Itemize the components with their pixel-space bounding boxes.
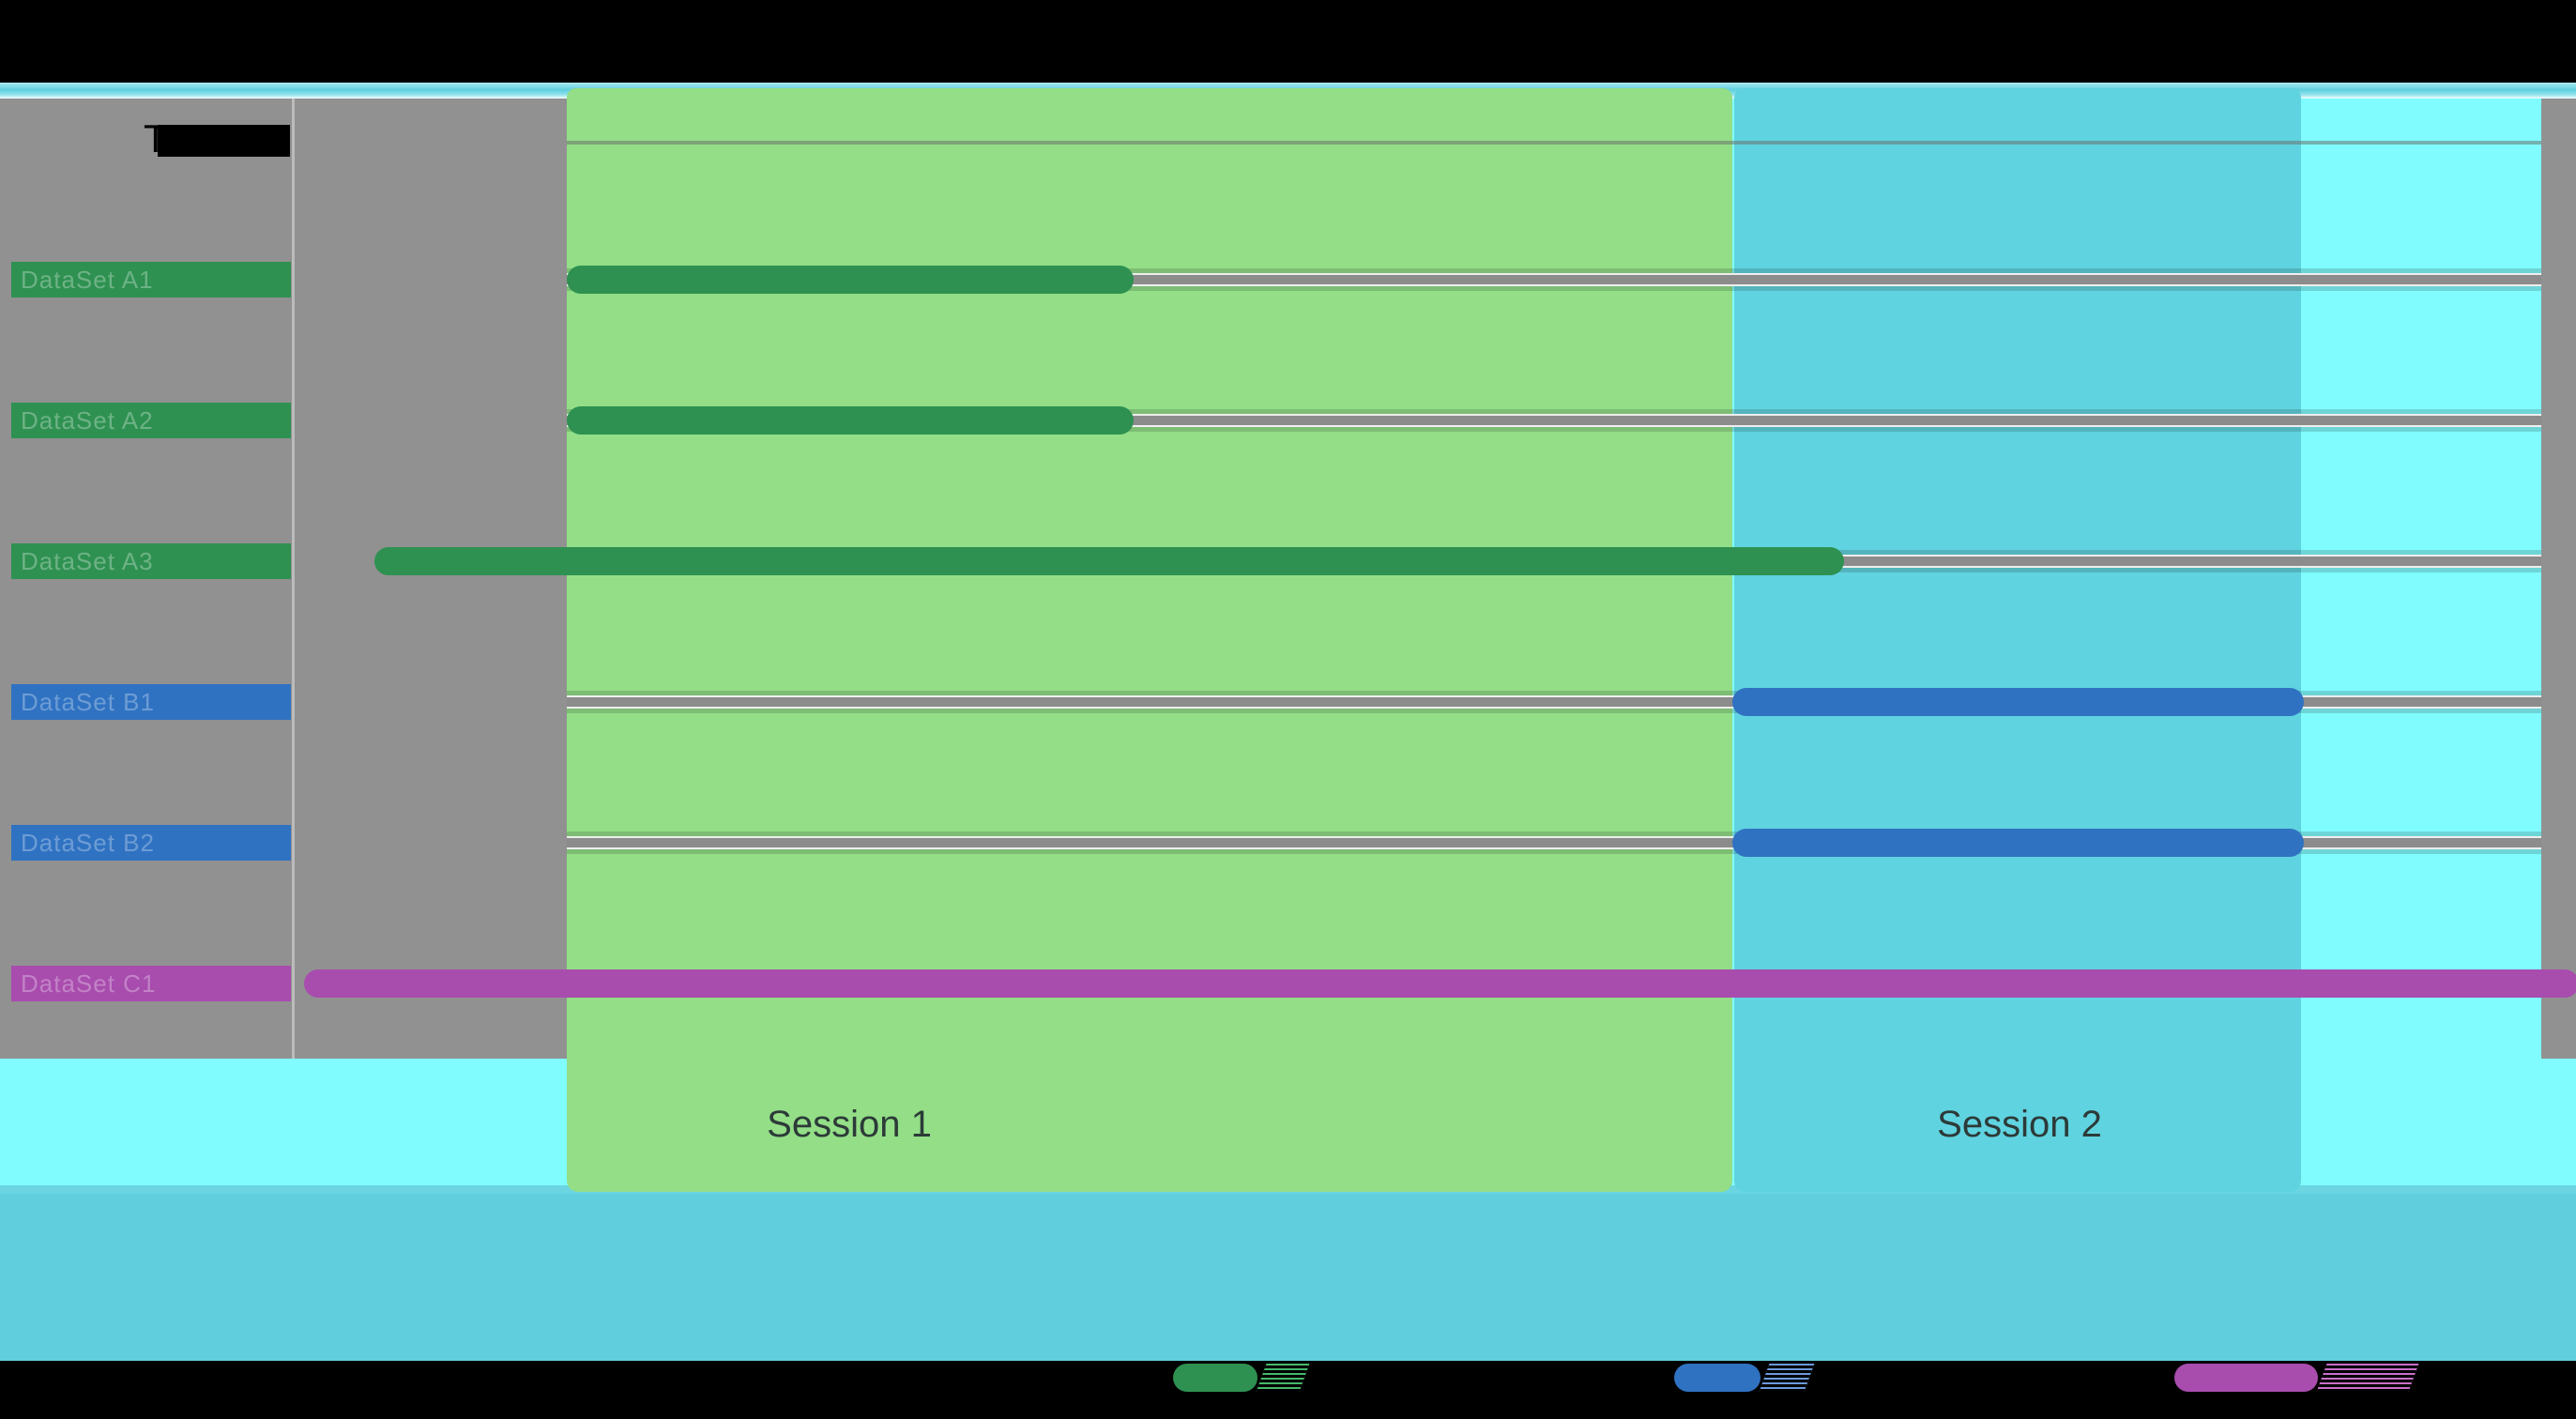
gantt-bar bbox=[304, 969, 2576, 998]
legend-slash-green bbox=[1256, 1364, 1310, 1392]
row-label-text: DataSet A1 bbox=[21, 265, 154, 294]
legend-slash-blue bbox=[1759, 1364, 1815, 1392]
row-label: DataSet C1 bbox=[11, 966, 291, 1001]
gantt-bar bbox=[1732, 829, 2304, 857]
row-label: DataSet A2 bbox=[11, 403, 291, 438]
legend-swatch-purple bbox=[2174, 1364, 2318, 1392]
row-label: DataSet B2 bbox=[11, 825, 291, 861]
gantt-bar bbox=[1732, 688, 2304, 716]
row-label-text: DataSet B2 bbox=[21, 828, 155, 857]
row-label: DataSet B1 bbox=[11, 684, 291, 720]
task-header-redaction-box bbox=[158, 125, 290, 157]
footer-cyan-band bbox=[0, 1194, 2576, 1361]
panel-divider-line bbox=[292, 99, 295, 1059]
legend-swatch-green bbox=[1173, 1364, 1258, 1392]
gantt-bar bbox=[567, 406, 1134, 435]
session-2-label: Session 2 bbox=[1937, 1104, 2102, 1145]
session-2-band bbox=[1734, 88, 2301, 1192]
row-label: DataSet A3 bbox=[11, 543, 291, 579]
right-gray-column bbox=[2541, 99, 2576, 1059]
row-label-text: DataSet A3 bbox=[21, 546, 154, 575]
row-label-text: DataSet B1 bbox=[21, 687, 155, 716]
gantt-bar bbox=[567, 266, 1134, 294]
row-label: DataSet A1 bbox=[11, 262, 291, 298]
row-label-text: DataSet A2 bbox=[21, 405, 154, 435]
gantt-row: DataSet C1 bbox=[0, 913, 2576, 1054]
gantt-row: DataSet B2 bbox=[0, 772, 2576, 913]
gantt-row: DataSet A3 bbox=[0, 491, 2576, 632]
row-label-text: DataSet C1 bbox=[21, 969, 157, 998]
gantt-row: DataSet A2 bbox=[0, 350, 2576, 491]
session-1-label: Session 1 bbox=[767, 1104, 932, 1145]
gantt-row: DataSet B1 bbox=[0, 632, 2576, 772]
gantt-row: DataSet A1 bbox=[0, 209, 2576, 350]
legend-swatch-blue bbox=[1674, 1364, 1761, 1392]
gantt-bar bbox=[374, 547, 1844, 575]
header-row-line bbox=[567, 141, 2541, 145]
legend-slash-purple bbox=[2316, 1364, 2419, 1392]
